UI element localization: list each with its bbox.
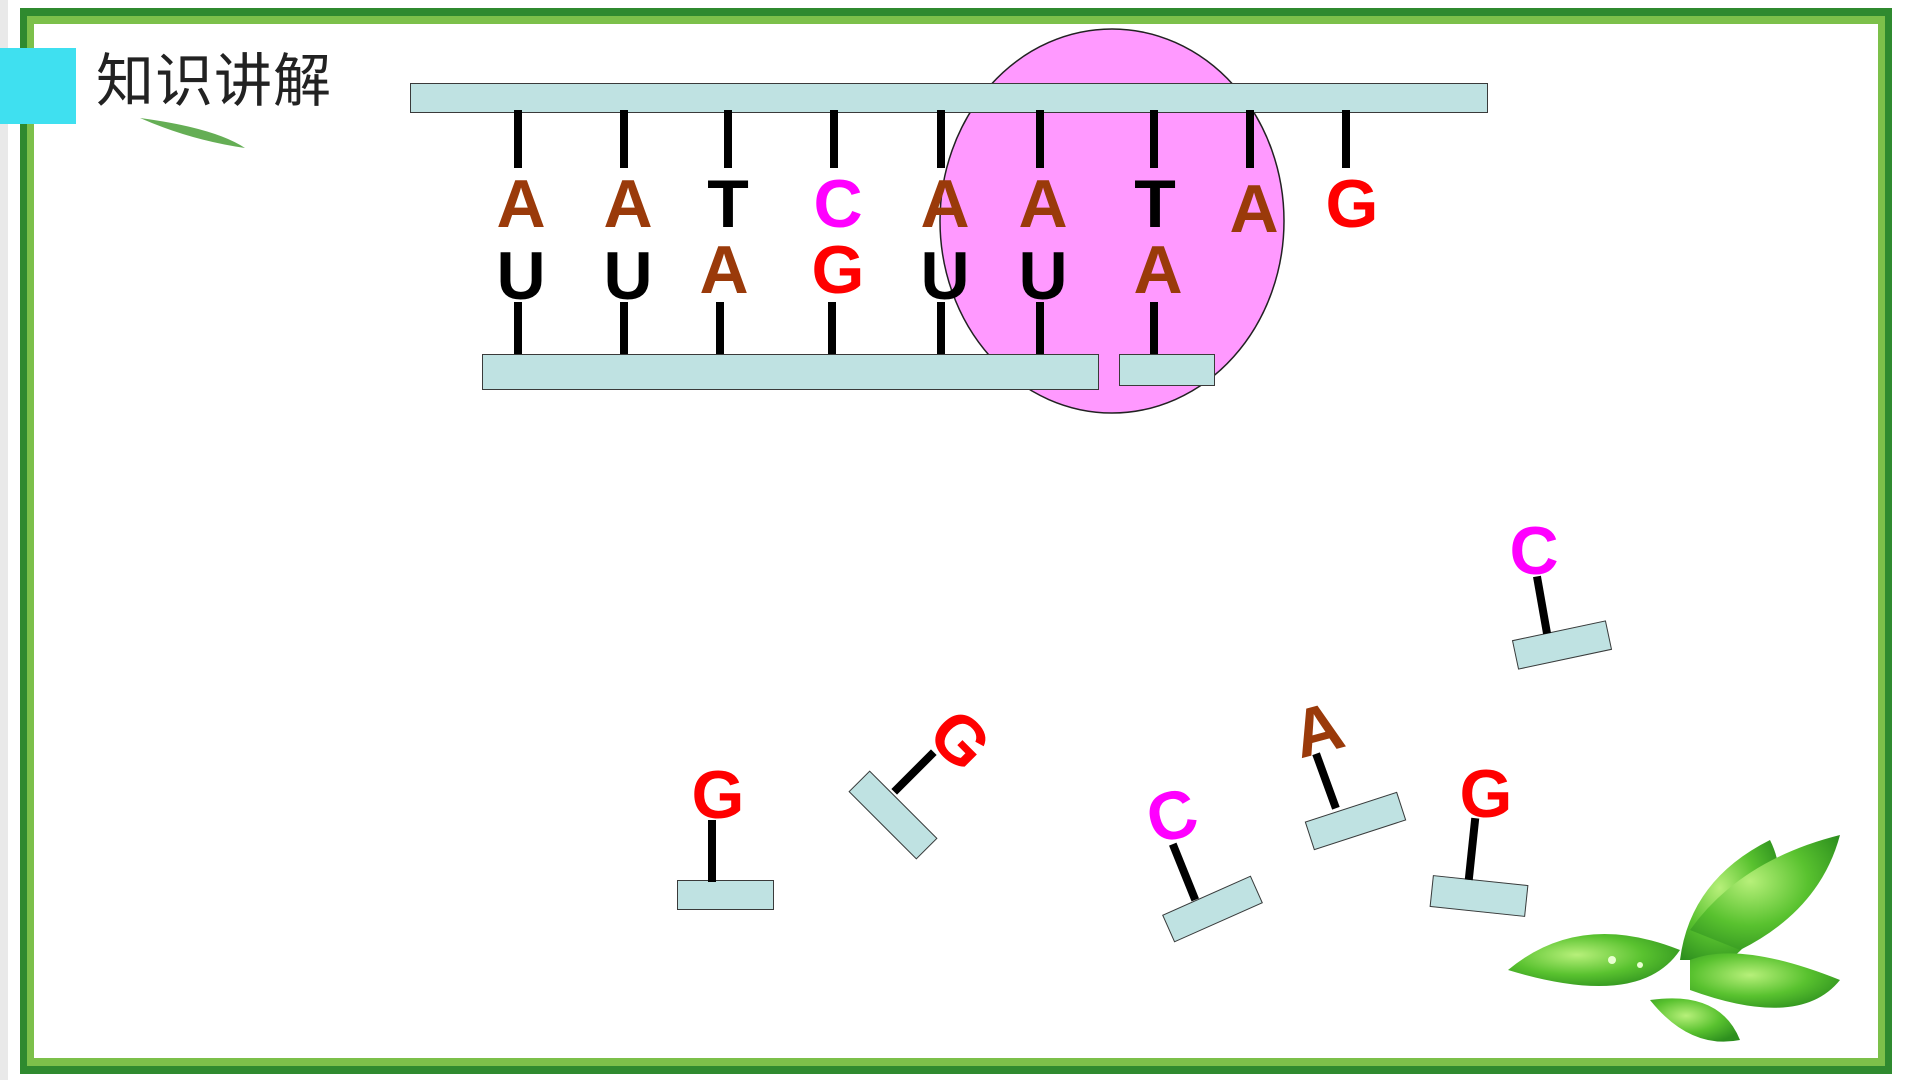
title-accent-block bbox=[0, 48, 76, 124]
dna-base: A bbox=[1229, 171, 1279, 247]
left-edge bbox=[0, 0, 8, 1080]
free-nucleotide-base: G bbox=[1459, 756, 1513, 832]
rna-base: U bbox=[496, 238, 546, 314]
dna-base: C bbox=[813, 166, 863, 242]
rna-base: U bbox=[1018, 238, 1068, 314]
free-nucleotide-base: G bbox=[691, 757, 745, 833]
rna-base: U bbox=[603, 238, 653, 314]
rna-strand-new-segment bbox=[1119, 354, 1215, 386]
free-nucleotide-sugar bbox=[677, 880, 774, 910]
dna-base: A bbox=[603, 166, 653, 242]
rna-base: U bbox=[920, 238, 970, 314]
rna-base: A bbox=[1133, 232, 1183, 308]
rna-base: A bbox=[699, 232, 749, 308]
dna-base: A bbox=[920, 166, 970, 242]
page-title: 知识讲解 bbox=[96, 47, 333, 115]
free-nucleotide-base: C bbox=[1509, 513, 1559, 589]
dna-base: T bbox=[707, 166, 749, 242]
dna-template-strand bbox=[410, 83, 1488, 113]
rna-base: G bbox=[811, 232, 865, 308]
rna-strand bbox=[482, 354, 1099, 390]
dna-base: T bbox=[1134, 166, 1176, 242]
dna-base: G bbox=[1325, 166, 1379, 242]
dna-base: A bbox=[1018, 166, 1068, 242]
dna-base: A bbox=[496, 166, 546, 242]
